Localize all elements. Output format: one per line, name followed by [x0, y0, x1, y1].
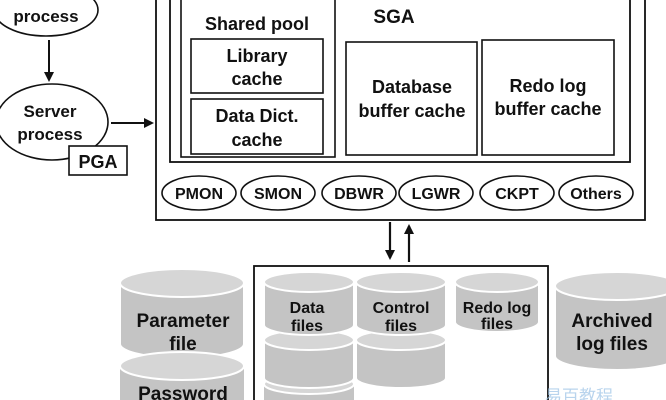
redo-log-files-cylinder: Redo log files	[454, 271, 540, 333]
data-files-label-line1: Data	[290, 300, 325, 317]
bg-process-ckpt-label: CKPT	[495, 186, 539, 203]
redo-log-buffer-cache-box	[481, 39, 615, 156]
user-process-ellipse	[0, 0, 99, 37]
library-cache-label-line2: cache	[231, 69, 282, 89]
redo-log-buffer-cache: Redo log buffer cache	[481, 39, 615, 156]
pga: PGA	[68, 145, 128, 176]
archived-log-files-label-line2: log files	[576, 334, 648, 355]
data-files-cylinder-1-top	[263, 271, 355, 293]
bg-process-smon-ellipse	[240, 175, 316, 211]
data-dict-cache-label-line1: Data Dict.	[215, 106, 298, 126]
bg-process-lgwr-ellipse	[398, 175, 474, 211]
redo-log-files-cylinder-top	[454, 271, 540, 293]
password-file-cylinder-top	[119, 351, 245, 381]
archived-log-files-cylinder-top	[554, 271, 666, 301]
bg-process-pmon-label: PMON	[175, 186, 223, 203]
redo-log-buffer-cache-label-line1: Redo log	[510, 76, 587, 96]
server-process-label-line2: process	[17, 125, 82, 144]
password-file-cylinder: Password	[119, 351, 245, 400]
bg-process-ckpt-ellipse	[479, 175, 555, 211]
pga-box	[68, 145, 128, 176]
background-processes: PMON SMON DBWR LGWR CKPT Others	[161, 175, 634, 211]
server-process-label-line1: Server	[24, 102, 77, 121]
control-files-cylinder-1-body	[355, 282, 447, 336]
bg-process-pmon-ellipse	[161, 175, 237, 211]
data-files-cylinder-1-body	[263, 282, 355, 336]
parameter-file-cylinder: Parameter file	[119, 268, 245, 359]
parameter-file-label-line1: Parameter	[137, 311, 231, 332]
archived-log-files-cylinder: Archived log files	[554, 271, 666, 371]
bg-process-dbwr-label: DBWR	[334, 186, 384, 203]
control-files-cylinders: Control files	[355, 271, 447, 389]
bg-process-lgwr: LGWR	[398, 175, 474, 211]
redo-log-buffer-cache-label-line2: buffer cache	[494, 99, 601, 119]
bg-process-ckpt: CKPT	[479, 175, 555, 211]
archived-log-files-cylinder-body	[554, 286, 666, 371]
password-file-label-line1: Password	[138, 384, 228, 400]
data-dict-cache-label-line2: cache	[231, 130, 282, 150]
shared-pool-title: Shared pool	[205, 14, 309, 34]
parameter-file-cylinder-top	[119, 268, 245, 298]
bg-process-smon-label: SMON	[254, 186, 302, 203]
archived-log-files-label-line1: Archived	[571, 311, 652, 332]
pga-label: PGA	[78, 152, 117, 172]
data-dict-cache-box	[190, 98, 324, 155]
server-process: Server process	[0, 83, 109, 161]
bg-process-pmon: PMON	[161, 175, 237, 211]
redo-log-files-label-line1: Redo log	[463, 300, 531, 317]
bg-process-others-ellipse	[558, 175, 634, 211]
user-process-label: process	[13, 7, 78, 26]
bg-process-dbwr-ellipse	[321, 175, 397, 211]
sga-title: SGA	[373, 7, 414, 28]
parameter-file-label-line2: file	[169, 334, 196, 355]
control-files-label-line1: Control	[373, 300, 430, 317]
redo-log-files-label-line2: files	[481, 316, 513, 333]
bg-process-others-label: Others	[570, 186, 622, 203]
data-files-cylinders: Data files	[263, 271, 355, 400]
control-files-label-line2: files	[385, 318, 417, 335]
database-buffer-cache-label-line1: Database	[372, 77, 452, 97]
data-files-label-line2: files	[291, 318, 323, 335]
database-buffer-cache: Database buffer cache	[345, 41, 478, 156]
redo-log-files-cylinder-body	[454, 282, 540, 333]
bg-process-dbwr: DBWR	[321, 175, 397, 211]
data-files-cylinder-2-body	[263, 340, 355, 389]
watermark: 易百教程	[545, 387, 613, 400]
server-process-ellipse	[0, 83, 109, 161]
bg-process-lgwr-label: LGWR	[412, 186, 461, 203]
database-buffer-cache-box	[345, 41, 478, 156]
control-files-cylinder-2-body	[355, 340, 447, 389]
library-cache-box	[190, 38, 324, 94]
bg-process-others: Others	[558, 175, 634, 211]
bg-process-smon: SMON	[240, 175, 316, 211]
user-process: process	[0, 0, 99, 37]
library-cache-label-line1: Library	[226, 46, 287, 66]
database-buffer-cache-label-line2: buffer cache	[358, 101, 465, 121]
control-files-cylinder-1-top	[355, 271, 447, 293]
shared-pool: Shared pool Library cache Data Dict. cac…	[180, 0, 336, 158]
